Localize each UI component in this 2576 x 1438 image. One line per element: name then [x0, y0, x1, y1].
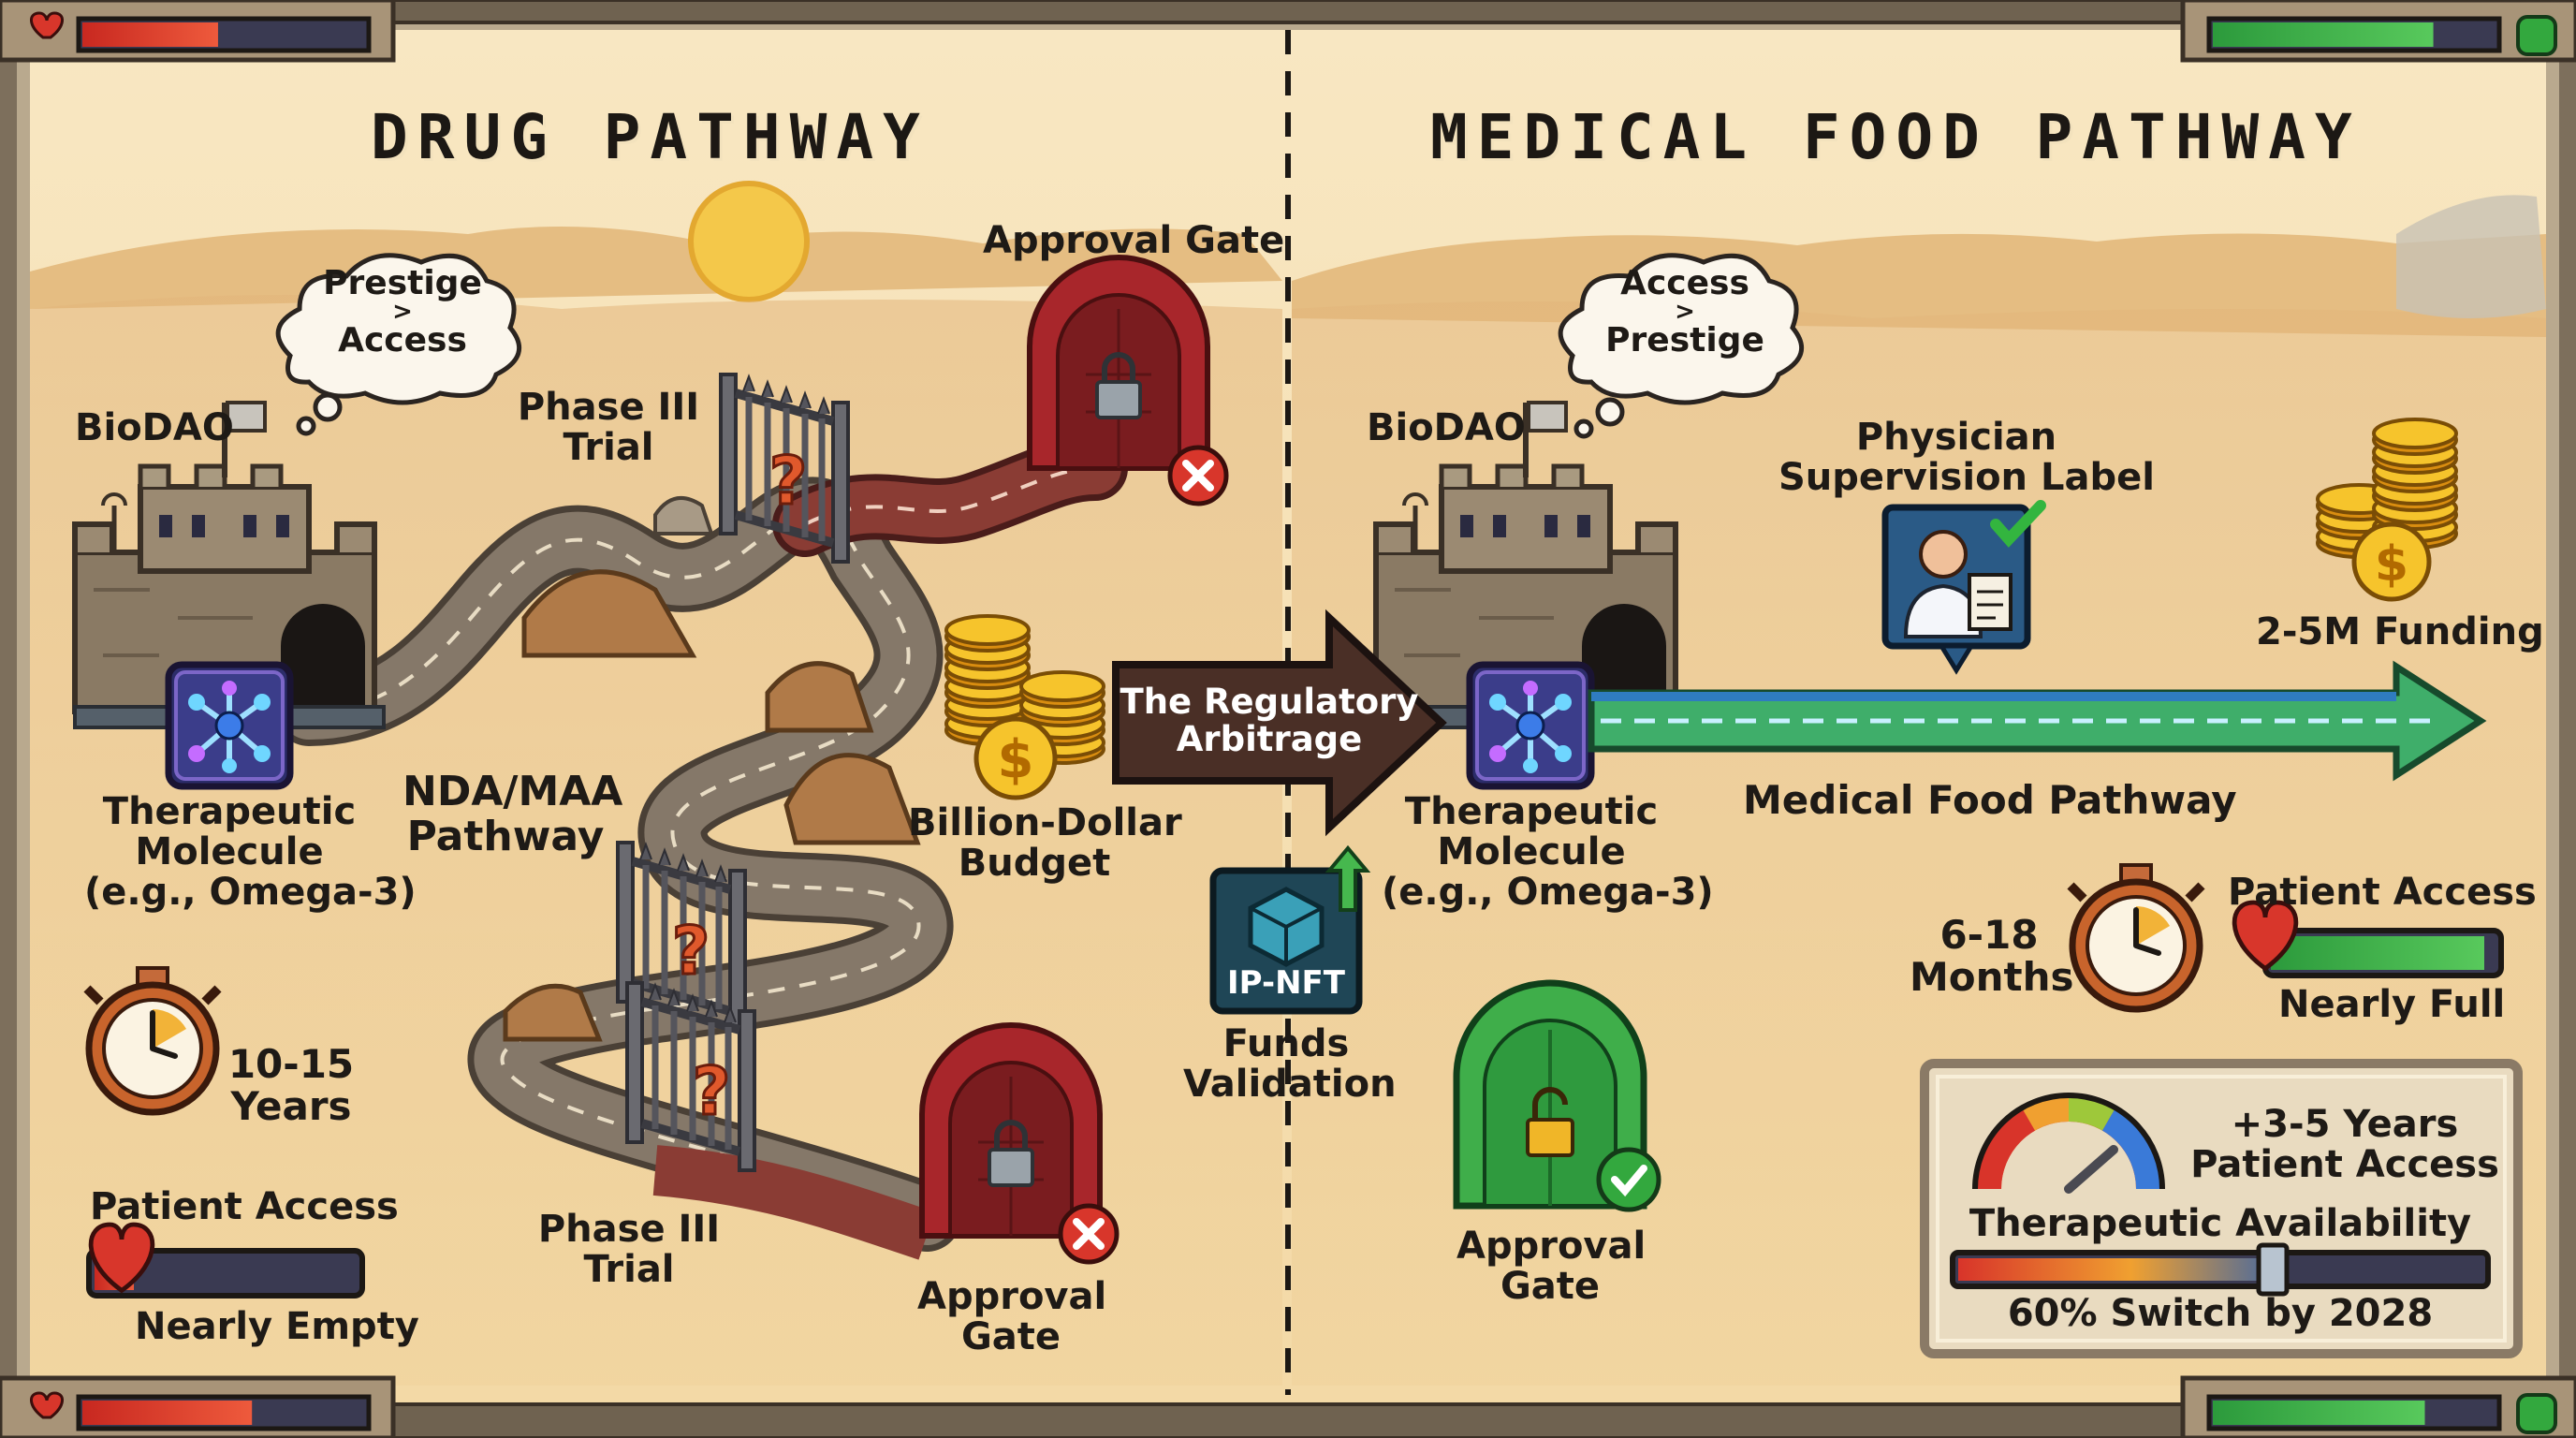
physician-label: Physician Supervision Label — [1778, 416, 2155, 500]
drug-route-label: NDA/MAA Pathway — [402, 768, 623, 860]
food-patient-access-status: Nearly Full — [2278, 983, 2506, 1026]
drug-molecule-label: Therapeutic Molecule (e.g., Omega-3) — [84, 790, 417, 915]
info-caption: 60% Switch by 2028 — [2007, 1292, 2434, 1335]
info-gain-label: +3-5 Years Patient Access — [2190, 1103, 2499, 1187]
approval-gate-bottom-label: Approval Gate — [917, 1275, 1107, 1359]
food-molecule-label: Therapeutic Molecule (e.g., Omega-3) — [1382, 790, 1714, 915]
funding-label: 2-5M Funding — [2256, 610, 2544, 653]
approval-gate-top-label: Approval Gate — [983, 219, 1285, 262]
medical-food-pathway-title: MEDICAL FOOD PATHWAY — [1430, 101, 2362, 173]
info-slider-label: Therapeutic Availability — [1969, 1202, 2472, 1245]
budget-label: Billion-Dollar Budget — [908, 801, 1182, 886]
medical-food-route-label: Medical Food Pathway — [1743, 777, 2237, 823]
phase-trial-top-label: Phase III Trial — [517, 386, 700, 470]
arbitrage-arrow-label: The Regulatory Arbitrage — [1120, 682, 1419, 759]
svg-text:$: $ — [998, 729, 1034, 790]
phase-trial-bottom-label: Phase III Trial — [537, 1208, 721, 1292]
drug-patient-access-status: Nearly Empty — [135, 1305, 419, 1348]
drug-pathway-title: DRUG PATHWAY — [371, 101, 929, 173]
drug-patient-access-label: Patient Access — [90, 1185, 399, 1228]
drug-thought-bubble: Prestige > Access — [323, 264, 482, 360]
svg-text:$: $ — [2375, 536, 2408, 593]
drug-timer-label: 10-15 Years — [227, 1041, 355, 1130]
food-approval-gate-label: Approval Gate — [1456, 1225, 1647, 1309]
food-timer-label: 6-18 Months — [1910, 912, 2074, 1001]
funds-validation-label: Funds Validation — [1183, 1022, 1397, 1107]
food-patient-access-label: Patient Access — [2228, 871, 2537, 914]
ip-nft-badge: IP-NFT — [1227, 964, 1345, 1002]
food-biodao-label: BioDAO — [1367, 406, 1526, 449]
drug-biodao-label: BioDAO — [75, 406, 234, 449]
food-thought-bubble: Access > Prestige — [1605, 264, 1764, 360]
